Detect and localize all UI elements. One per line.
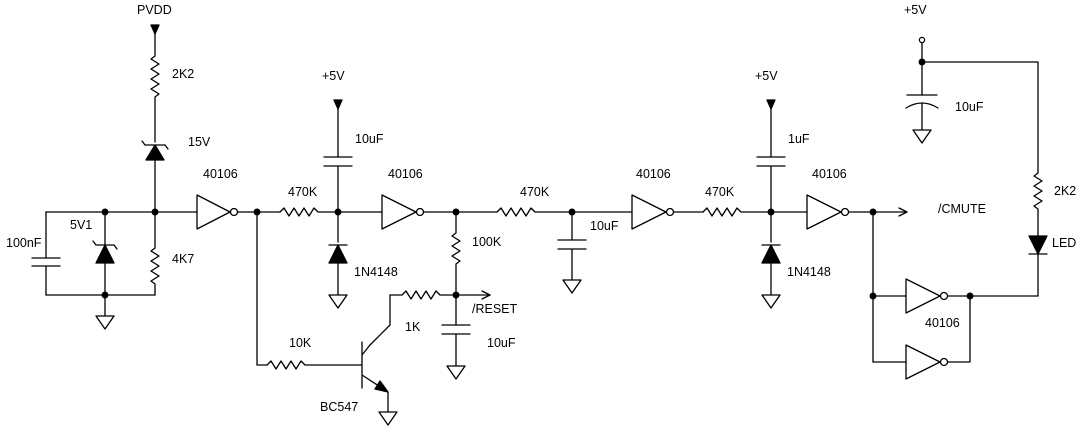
resistor-1k: 1K — [369, 290, 457, 346]
svg-text:40106: 40106 — [636, 167, 671, 181]
svg-text:100nF: 100nF — [6, 236, 42, 250]
reset-output: /RESET — [455, 290, 518, 316]
svg-text:40106: 40106 — [812, 167, 847, 181]
svg-text:1K: 1K — [405, 320, 421, 334]
led: LED — [1028, 235, 1076, 297]
svg-text:10K: 10K — [289, 336, 312, 350]
pvdd-label: PVDD — [137, 3, 172, 17]
resistor-2k2-led: 2K2 — [921, 61, 1076, 237]
svg-text:5V1: 5V1 — [70, 218, 92, 232]
capacitor-10uf-polar: 10uF — [905, 94, 984, 144]
svg-text:40106: 40106 — [388, 167, 423, 181]
svg-text:/CMUTE: /CMUTE — [938, 202, 986, 216]
supply-5v-1: +5V — [322, 69, 345, 158]
svg-text:470K: 470K — [705, 185, 735, 199]
supply-5v-3: +5V — [904, 3, 927, 96]
inverter-3: 40106 — [631, 167, 704, 230]
zener-15v: 15V — [141, 135, 211, 249]
resistor-4k7: 4K7 — [150, 247, 194, 296]
junction-dots-left — [101, 208, 159, 299]
inverter-1: 40106 — [154, 167, 281, 230]
svg-text:2K2: 2K2 — [1054, 184, 1076, 198]
capacitor-10uf-mid: 10uF — [557, 208, 619, 294]
transistor-bc547: 10K BC547 — [256, 211, 398, 426]
svg-text:/RESET: /RESET — [472, 302, 518, 316]
svg-text:4K7: 4K7 — [172, 252, 194, 266]
svg-text:40106: 40106 — [203, 167, 238, 181]
supply-5v-2: +5V — [755, 69, 778, 158]
capacitor-10uf-reset: 10uF — [441, 324, 516, 380]
svg-text:BC547: BC547 — [320, 400, 358, 414]
svg-text:40106: 40106 — [925, 316, 960, 330]
inverter-2: 40106 — [337, 167, 498, 230]
svg-text:2K2: 2K2 — [172, 67, 194, 81]
inverters-led-driver: 40106 — [869, 211, 1039, 380]
inverter-4: 40106 /CMUTE — [806, 167, 986, 230]
svg-text:470K: 470K — [288, 185, 318, 199]
diode-1n4148-1: 1N4148 — [328, 244, 398, 309]
capacitor-100nf: 100nF — [6, 211, 156, 296]
resistor-470k-1: 470K — [279, 185, 339, 217]
svg-text:10uF: 10uF — [355, 132, 384, 146]
junction-dots-mid — [253, 208, 460, 299]
ground-left — [95, 294, 115, 330]
svg-text:10uF: 10uF — [487, 336, 516, 350]
capacitor-1uf: 1uF — [756, 132, 810, 243]
resistor-470k-3: 470K — [702, 185, 808, 217]
svg-text:15V: 15V — [188, 135, 211, 149]
svg-text:+5V: +5V — [904, 3, 927, 17]
pvdd-supply: PVDD — [137, 3, 172, 46]
resistor-2k2-pvdd: 2K2 — [150, 44, 194, 143]
svg-text:1N4148: 1N4148 — [354, 265, 398, 279]
resistor-100k: 100K — [451, 211, 502, 326]
svg-text:10uF: 10uF — [590, 219, 619, 233]
svg-text:1N4148: 1N4148 — [787, 265, 831, 279]
svg-text:1uF: 1uF — [788, 132, 810, 146]
svg-text:+5V: +5V — [755, 69, 778, 83]
diode-1n4148-2: 1N4148 — [761, 208, 831, 309]
zener-5v1: 5V1 — [70, 211, 118, 296]
svg-text:+5V: +5V — [322, 69, 345, 83]
svg-text:100K: 100K — [472, 235, 502, 249]
svg-text:470K: 470K — [520, 185, 550, 199]
svg-text:10uF: 10uF — [955, 100, 984, 114]
capacitor-10uf-1: 10uF — [323, 132, 384, 243]
svg-text:LED: LED — [1052, 236, 1076, 250]
resistor-470k-2: 470K — [496, 185, 633, 217]
